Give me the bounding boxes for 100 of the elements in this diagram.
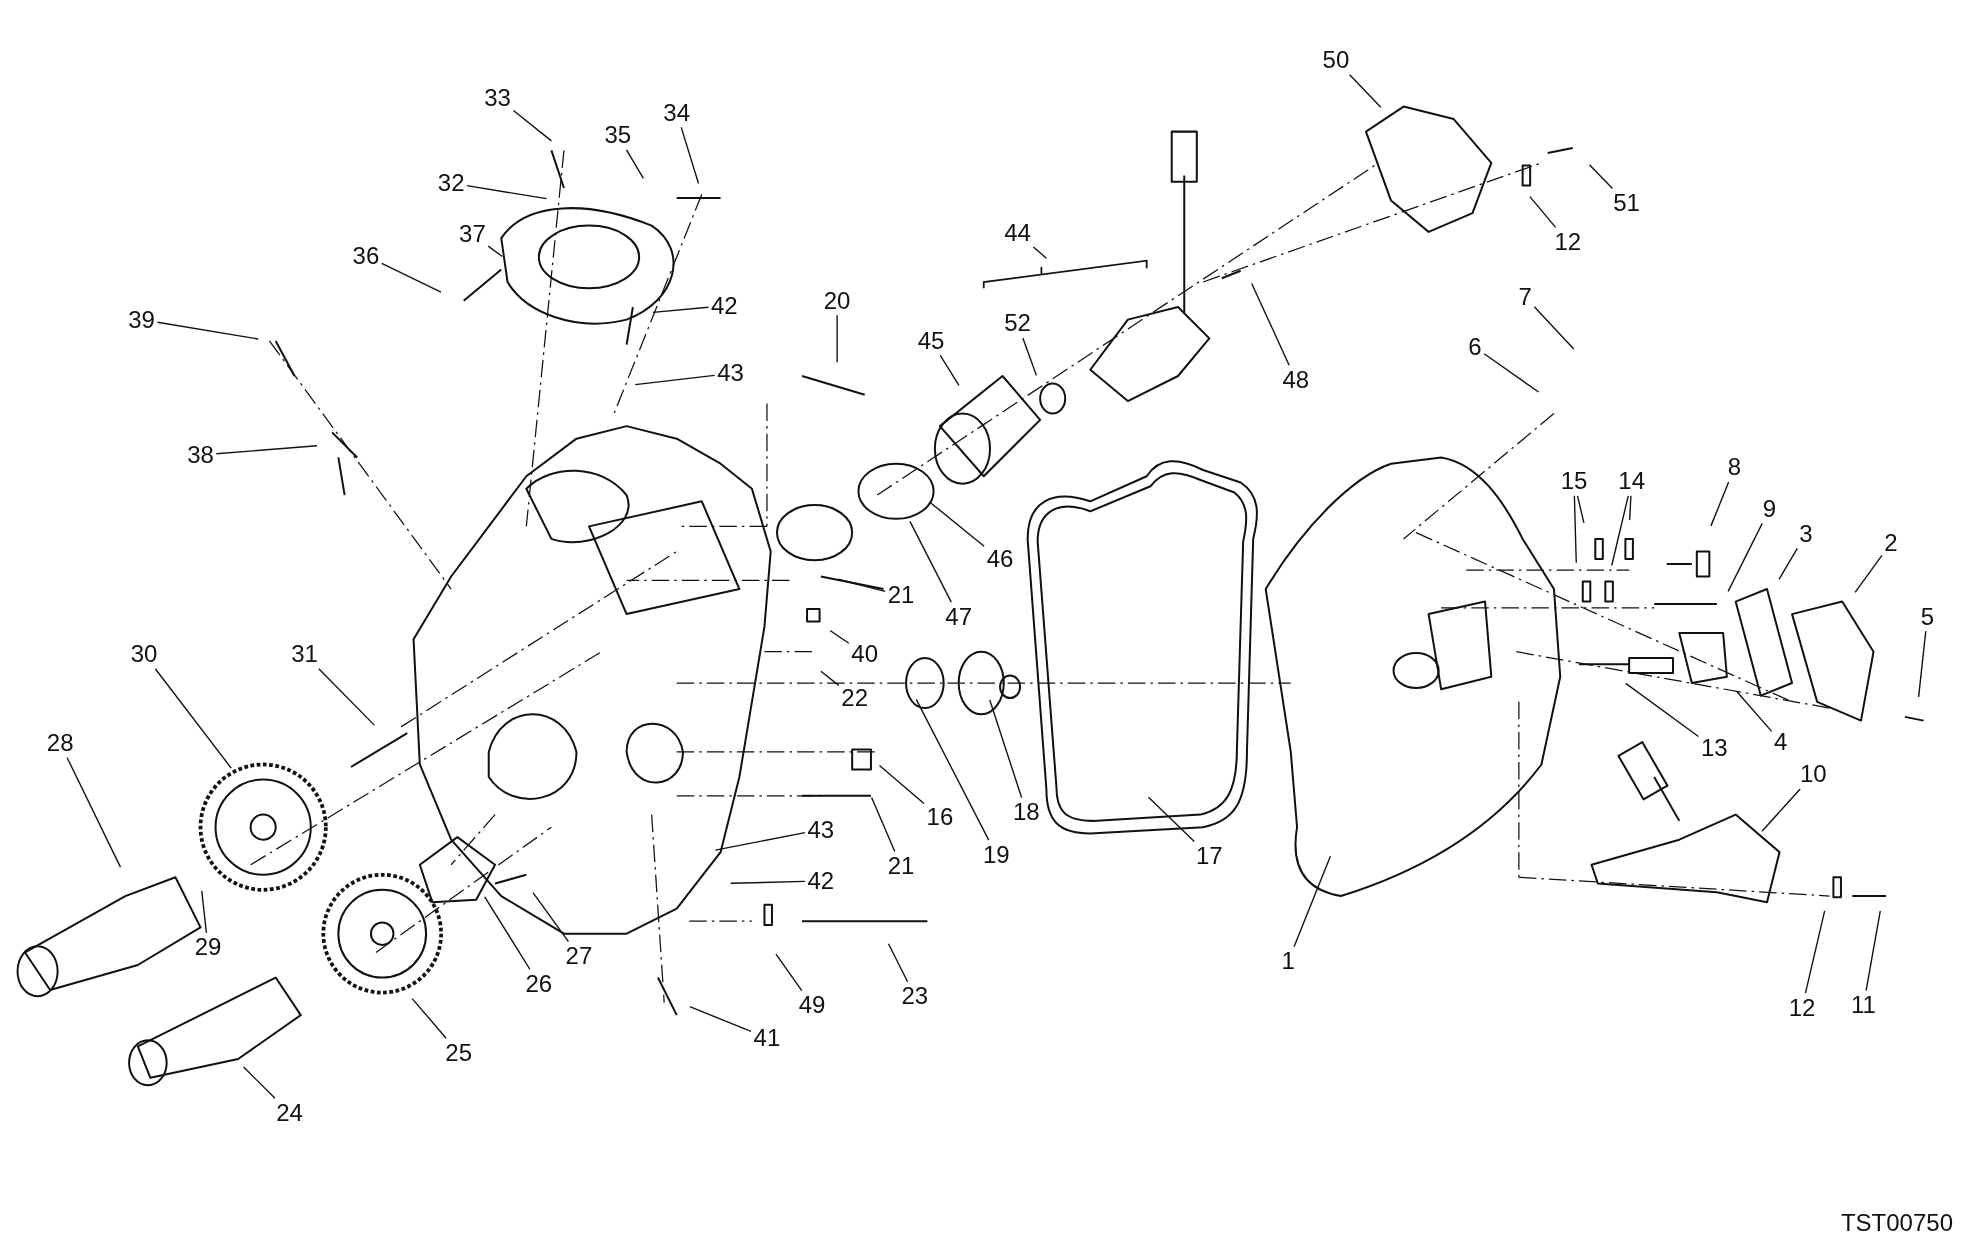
callout-number: 6: [1468, 335, 1482, 360]
leader-line: [1349, 74, 1382, 108]
callout-number: 24: [276, 1100, 303, 1125]
leader-line: [929, 501, 985, 547]
callout-number: 36: [352, 243, 380, 268]
callout-number: 29: [194, 935, 222, 960]
callout-number: 40: [851, 642, 879, 667]
callout-number: 16: [926, 805, 954, 830]
callout-number: 43: [807, 817, 835, 842]
callout-number: 37: [459, 222, 486, 247]
callout-number: 46: [986, 546, 1014, 571]
leader-line: [201, 890, 208, 934]
leader-line: [625, 149, 645, 180]
callout-number: 33: [484, 85, 511, 110]
callout-number: 17: [1195, 843, 1223, 868]
leader-line: [878, 764, 925, 805]
leader-line: [1761, 788, 1801, 832]
callout-number: 28: [46, 731, 74, 756]
callout-number: 12: [1554, 229, 1582, 254]
callout-number: 45: [917, 328, 945, 353]
callout-number: 8: [1727, 455, 1742, 480]
leader-line: [1628, 495, 1632, 521]
leader-line: [887, 943, 909, 983]
callout-number: 38: [187, 442, 214, 467]
callout-number: 5: [1920, 604, 1935, 629]
callout-number: 48: [1282, 367, 1310, 392]
callout-number: 30: [130, 642, 158, 667]
leader-line: [1588, 164, 1614, 190]
callout-number: 12: [1788, 995, 1816, 1020]
leader-line: [775, 953, 803, 992]
callout-number: 32: [437, 170, 465, 195]
callout-number: 27: [565, 944, 593, 969]
callout-number: 51: [1613, 191, 1640, 215]
leader-line: [381, 262, 442, 293]
bracket: [982, 259, 1148, 290]
callout-number: 31: [291, 642, 318, 667]
leader-line: [939, 354, 960, 386]
leader-line: [487, 245, 503, 258]
callout-number: 10: [1800, 762, 1827, 787]
leader-line: [1147, 796, 1195, 843]
leader-line: [532, 892, 570, 943]
callout-number: 21: [887, 853, 915, 878]
callout-number: 34: [663, 100, 691, 125]
leader-line: [870, 796, 896, 853]
leader-line: [1032, 246, 1048, 259]
callout-number: 9: [1762, 496, 1777, 521]
leader-line: [1483, 353, 1540, 393]
leader-line: [1710, 481, 1730, 527]
leader-line: [1727, 522, 1763, 593]
callout-number: 19: [982, 842, 1010, 867]
leader-line: [820, 670, 840, 687]
leader-line: [1736, 690, 1773, 733]
callout-number: 3: [1799, 521, 1813, 546]
leader-line: [1251, 282, 1290, 366]
leader-line: [318, 668, 375, 726]
callout-number: 14: [1618, 469, 1645, 494]
leader-line: [836, 314, 838, 363]
leader-line: [915, 698, 990, 841]
leader-line: [215, 445, 318, 455]
leader-line: [242, 1066, 276, 1099]
leader-line: [156, 321, 259, 340]
leader-line: [1022, 337, 1038, 377]
leader-line: [1533, 306, 1575, 350]
leader-line: [1293, 855, 1332, 948]
leader-line: [1854, 554, 1883, 594]
callout-number: 7: [1518, 285, 1532, 309]
callout-number: 15: [1560, 469, 1588, 494]
leader-line: [829, 629, 850, 644]
callout-number: 41: [753, 1025, 781, 1050]
callout-number: 26: [525, 971, 553, 996]
callout-number: 44: [1004, 221, 1031, 246]
leader-line: [1529, 195, 1557, 229]
callout-number: 13: [1701, 736, 1728, 761]
leader-line: [1778, 547, 1798, 581]
callout-number: 25: [445, 1040, 472, 1065]
callout-number: 4: [1774, 729, 1788, 754]
callout-number: 43: [717, 361, 744, 386]
leader-line: [909, 520, 952, 603]
leader-line: [689, 1006, 752, 1032]
callout-number: 21: [887, 583, 915, 608]
callout-number: 42: [711, 293, 738, 318]
callout-number: 39: [128, 307, 155, 332]
leader-line: [411, 997, 447, 1039]
callout-number: 35: [604, 123, 632, 148]
callout-number: 1: [1281, 949, 1295, 974]
leader-line: [1804, 910, 1826, 994]
leader-line: [66, 757, 122, 868]
leader-line: [634, 374, 716, 386]
callout-number: 11: [1851, 993, 1876, 1018]
leader-line: [1611, 495, 1629, 567]
callout-number: 2: [1884, 530, 1898, 555]
leader-line: [484, 896, 531, 970]
leader-line: [680, 126, 700, 185]
callout-number: 23: [901, 984, 929, 1009]
leader-line: [1625, 682, 1700, 738]
callout-number: 52: [1004, 311, 1031, 336]
callout-number: 42: [807, 869, 835, 893]
callout-number: 22: [841, 686, 868, 710]
leader-line: [1573, 495, 1577, 564]
leader-line: [652, 306, 710, 313]
